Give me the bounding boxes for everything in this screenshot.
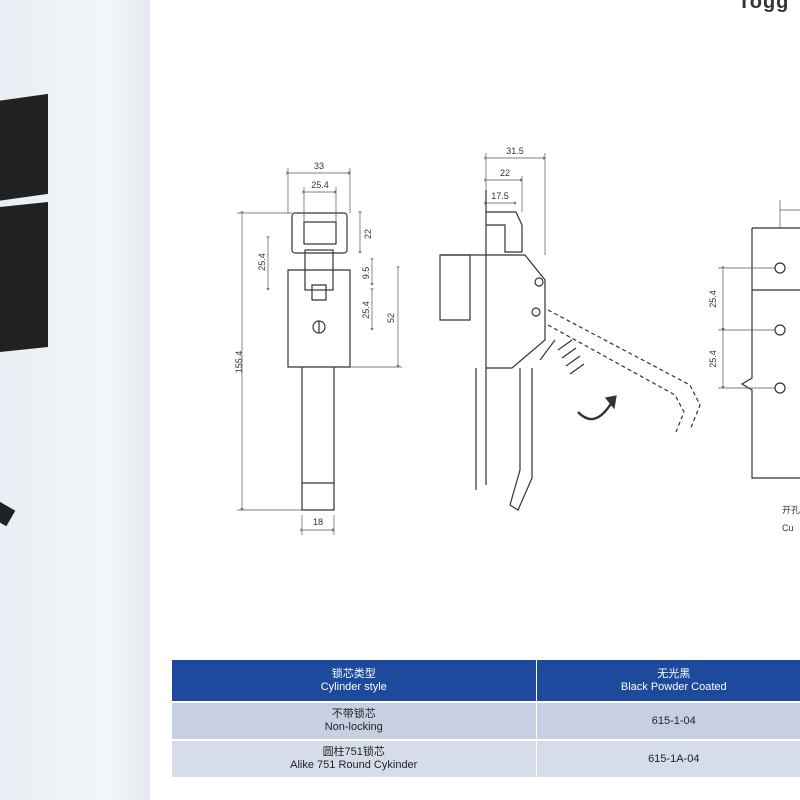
cell-style: 不带锁芯 Non-locking (172, 701, 537, 740)
dim-front-22: 22 (363, 229, 373, 239)
side-view (439, 190, 701, 511)
dim-side-17-5: 17.5 (491, 191, 509, 201)
cutout-caption-cn: 开孔 (782, 505, 800, 515)
front-view (287, 212, 351, 511)
side-view-labels: 31.5 22 17.5 (491, 146, 524, 201)
cell-code: 615-1A-04 (536, 739, 800, 777)
table-row: 不带锁芯 Non-locking 615-1-04 (172, 701, 800, 740)
front-view-dimensions (237, 168, 402, 535)
cutout-caption-en: Cu (782, 523, 794, 533)
header-finish: 无光黑 Black Powder Coated (536, 660, 800, 702)
cutout-labels: 25.4 25.4 开孔 Cu (708, 290, 800, 533)
front-view-labels: 33 25.4 155.4 25.4 22 9.5 25.4 52 18 (234, 161, 396, 527)
header-finish-cn: 无光黑 (657, 667, 691, 680)
spec-table: 锁芯类型 Cylinder style 无光黑 Black Powder Coa… (172, 660, 800, 777)
dim-front-25-4: 25.4 (311, 180, 329, 190)
cell-style-en: Alike 751 Round Cykinder (290, 759, 418, 771)
technical-drawings: 33 25.4 155.4 25.4 22 9.5 25.4 52 18 (234, 146, 800, 535)
header-cylinder-style-en: Cylinder style (320, 680, 387, 693)
side-view-dimensions (486, 153, 545, 255)
cutout-view (740, 227, 800, 479)
cutout-dimensions (718, 200, 800, 388)
cell-code: 615-1-04 (536, 701, 800, 740)
cell-style: 圆柱751锁芯 Alike 751 Round Cykinder (172, 739, 537, 777)
dim-front-18: 18 (313, 517, 323, 527)
dim-cutout-25-4-a: 25.4 (708, 290, 718, 308)
header-cylinder-style: 锁芯类型 Cylinder style (172, 660, 537, 702)
dim-front-9-5: 9.5 (361, 267, 371, 280)
dim-front-right-25-4: 25.4 (361, 301, 371, 319)
table-row: 圆柱751锁芯 Alike 751 Round Cykinder 615-1A-… (172, 739, 800, 777)
product-photo (0, 0, 150, 800)
dim-front-155-4: 155.4 (234, 351, 244, 374)
header-cylinder-style-cn: 锁芯类型 (331, 667, 376, 680)
dim-side-31-5: 31.5 (506, 146, 524, 156)
dim-side-22: 22 (500, 168, 510, 178)
cell-style-cn: 不带锁芯 (331, 708, 376, 720)
dim-front-left-25-4: 25.4 (257, 253, 267, 271)
dim-front-52: 52 (386, 313, 396, 323)
dim-cutout-25-4-b: 25.4 (708, 350, 718, 368)
header-finish-en: Black Powder Coated (620, 680, 727, 693)
cell-style-cn: 圆柱751锁芯 (322, 746, 385, 758)
dim-front-33: 33 (314, 161, 324, 171)
table-header-row: 锁芯类型 Cylinder style 无光黑 Black Powder Coa… (172, 660, 800, 702)
cell-style-en: Non-locking (324, 721, 383, 733)
page-title: Togg (738, 0, 790, 13)
